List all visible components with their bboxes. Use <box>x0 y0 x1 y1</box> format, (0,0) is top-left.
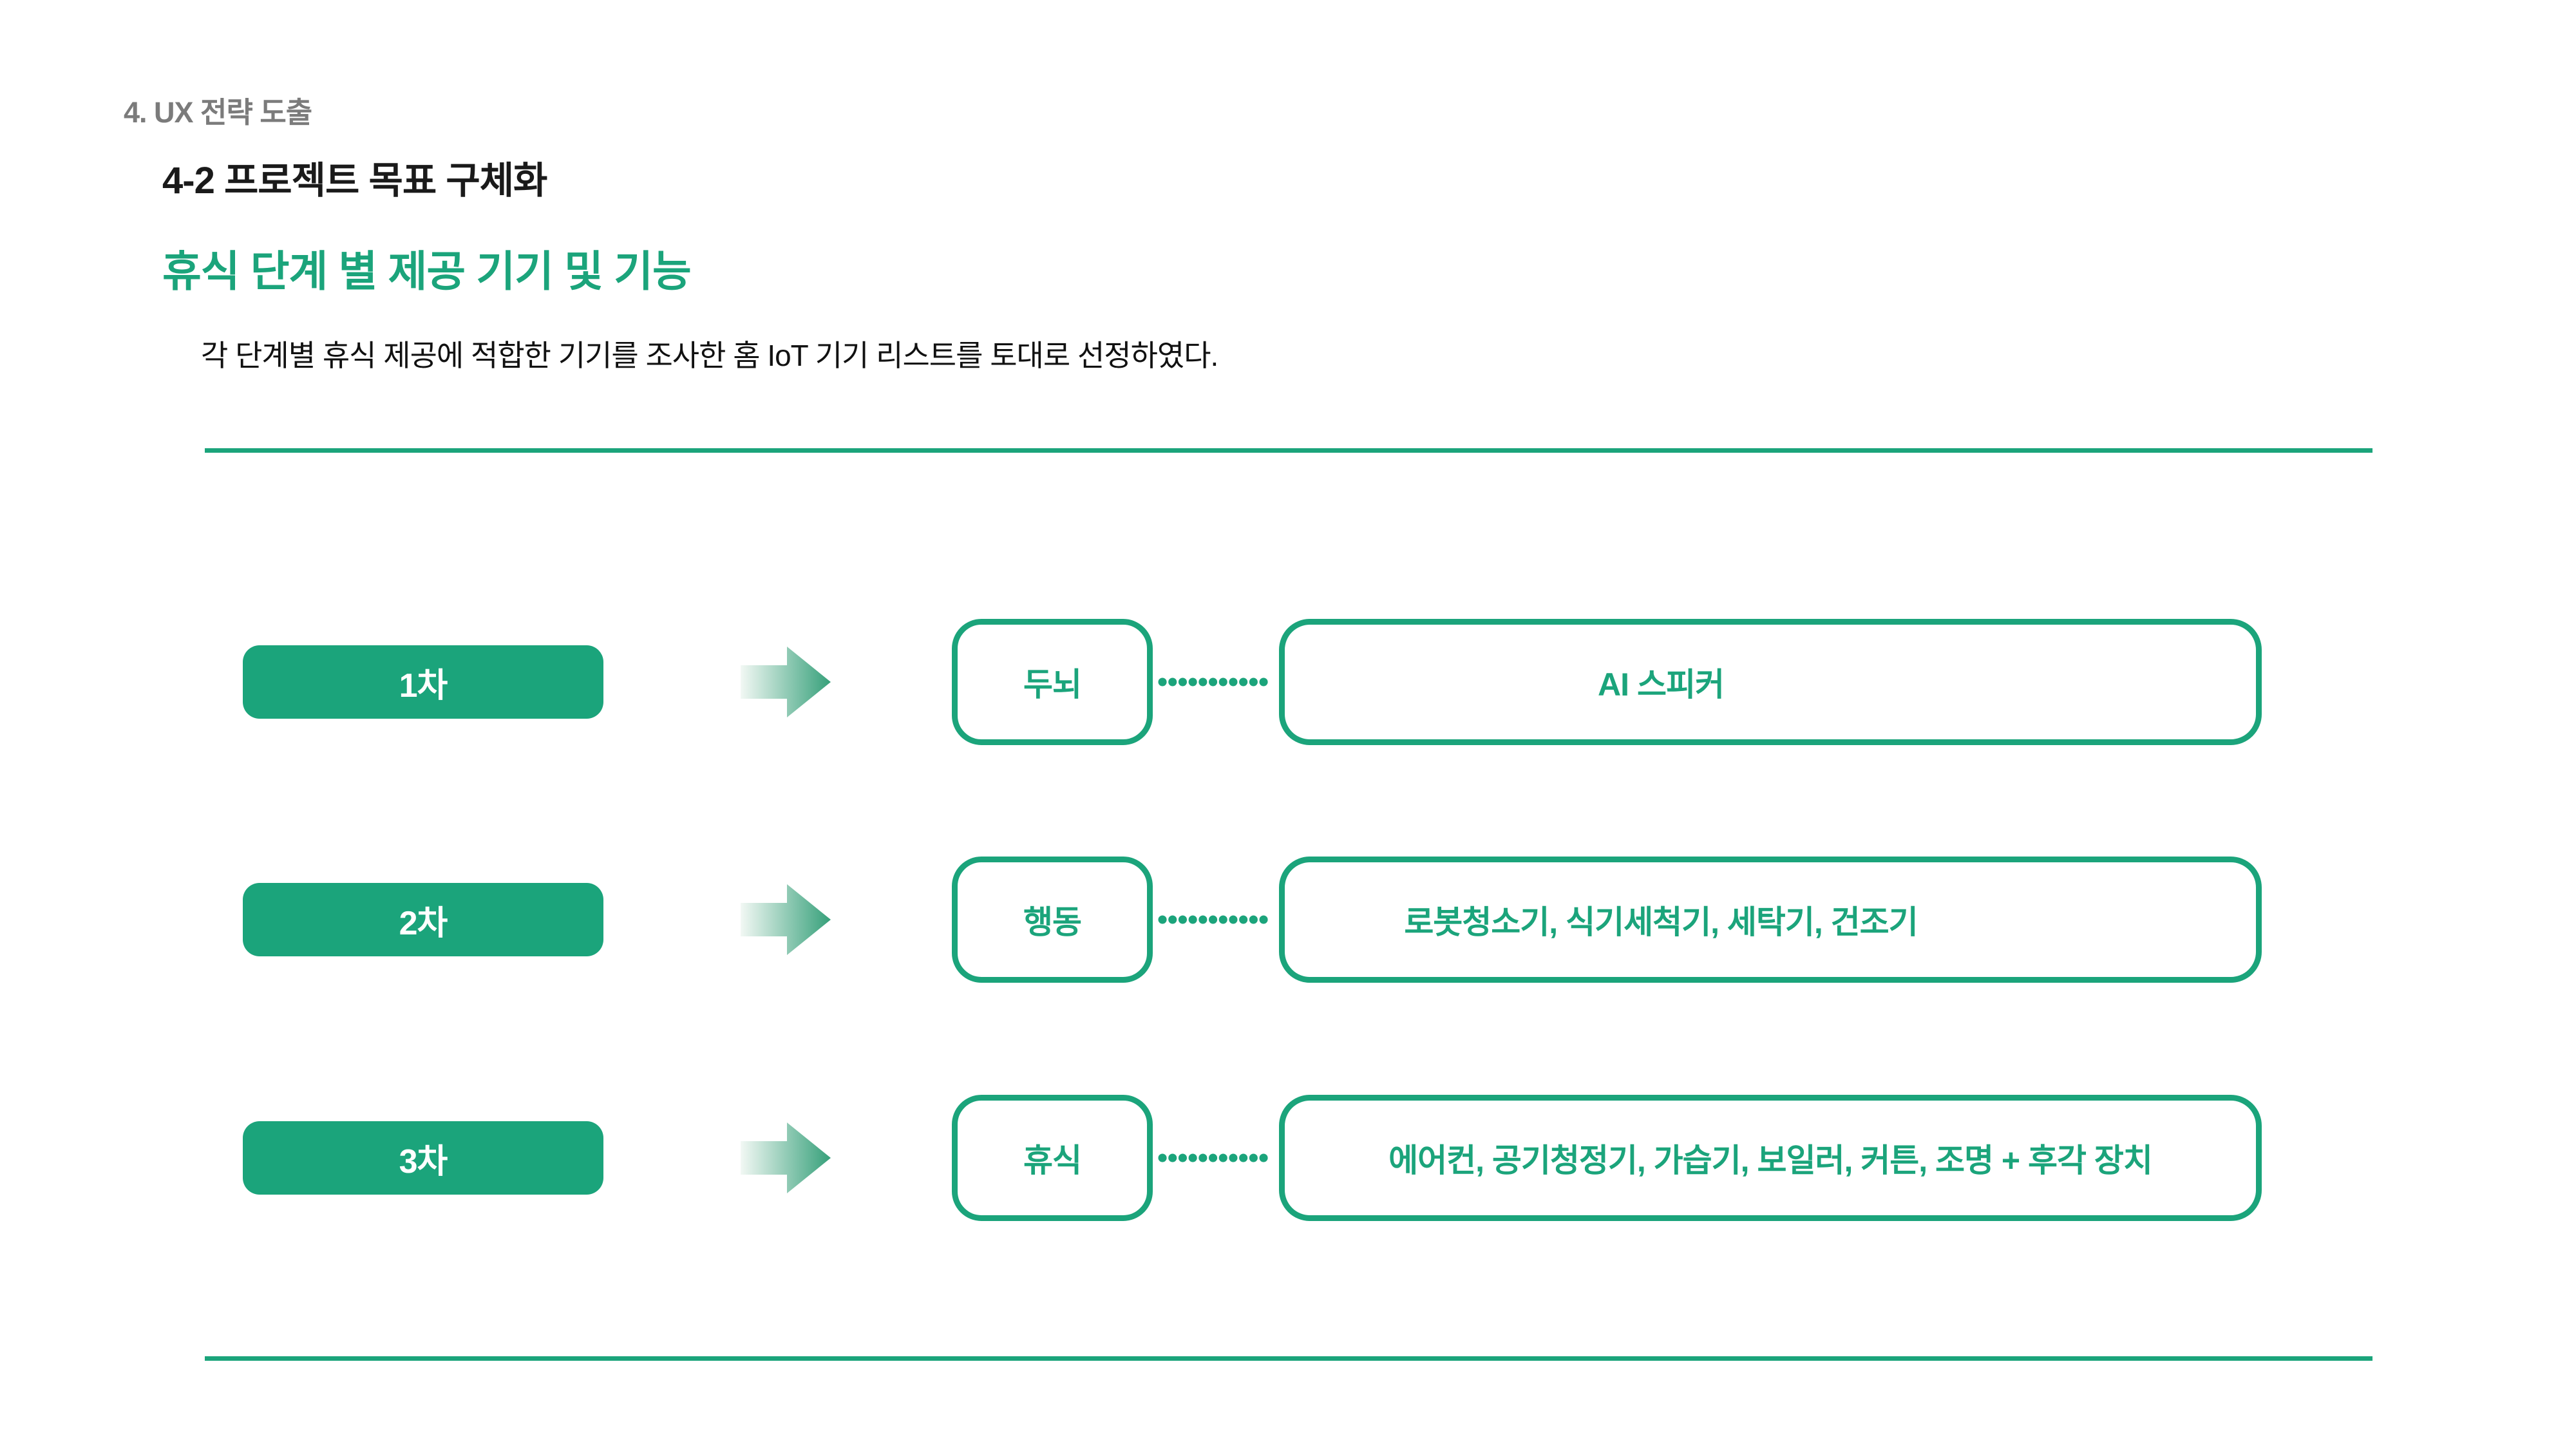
stage-label: 3차 <box>399 1142 448 1180</box>
bottom-divider <box>205 1356 2372 1361</box>
device-box: 로봇청소기, 식기세척기, 세탁기, 건조기 <box>1279 857 2262 983</box>
category-label: 휴식 <box>1023 1142 1082 1179</box>
category-box: 두뇌 <box>952 619 1153 745</box>
subsection-title: 4-2 프로젝트 목표 구체화 <box>162 160 547 202</box>
category-box: 행동 <box>952 857 1153 983</box>
arrow-right-icon <box>741 647 831 717</box>
top-divider <box>205 448 2372 453</box>
device-box: 에어컨, 공기청정기, 가습기, 보일러, 커튼, 조명 + 후각 장치 <box>1279 1095 2262 1221</box>
device-list-label: 에어컨, 공기청정기, 가습기, 보일러, 커튼, 조명 + 후각 장치 <box>1388 1142 2153 1179</box>
category-label: 행동 <box>1023 904 1082 940</box>
arrow-right-icon <box>741 884 831 955</box>
diagram-row: 2차 행동 로봇청소기, 식기세척기, 세탁기, 건조기 <box>0 857 2576 983</box>
dotted-line-connector <box>1158 1153 1278 1162</box>
diagram-row: 1차 두뇌 AI 스피커 <box>0 619 2576 745</box>
stage-label: 1차 <box>399 667 448 705</box>
category-label: 두뇌 <box>1023 667 1082 703</box>
section-label: 4. UX 전략 도출 <box>124 96 312 129</box>
page-title: 휴식 단계 별 제공 기기 및 기능 <box>162 247 692 295</box>
stage-badge: 1차 <box>243 645 603 719</box>
dotted-line-connector <box>1158 915 1278 924</box>
diagram-row: 3차 휴식 에어컨, 공기청정기, 가습기, 보일러, 커튼, 조명 + 후각 … <box>0 1095 2576 1221</box>
dotted-line-connector <box>1158 677 1278 687</box>
stage-badge: 3차 <box>243 1121 603 1195</box>
description-text: 각 단계별 휴식 제공에 적합한 기기를 조사한 홈 IoT 기기 리스트를 토… <box>201 339 1218 372</box>
arrow-right-icon <box>741 1122 831 1193</box>
stage-badge: 2차 <box>243 883 603 956</box>
category-box: 휴식 <box>952 1095 1153 1221</box>
device-box: AI 스피커 <box>1279 619 2262 745</box>
device-list-label: 로봇청소기, 식기세척기, 세탁기, 건조기 <box>1404 904 1918 940</box>
device-list-label: AI 스피커 <box>1598 667 1725 703</box>
stage-label: 2차 <box>399 904 448 942</box>
